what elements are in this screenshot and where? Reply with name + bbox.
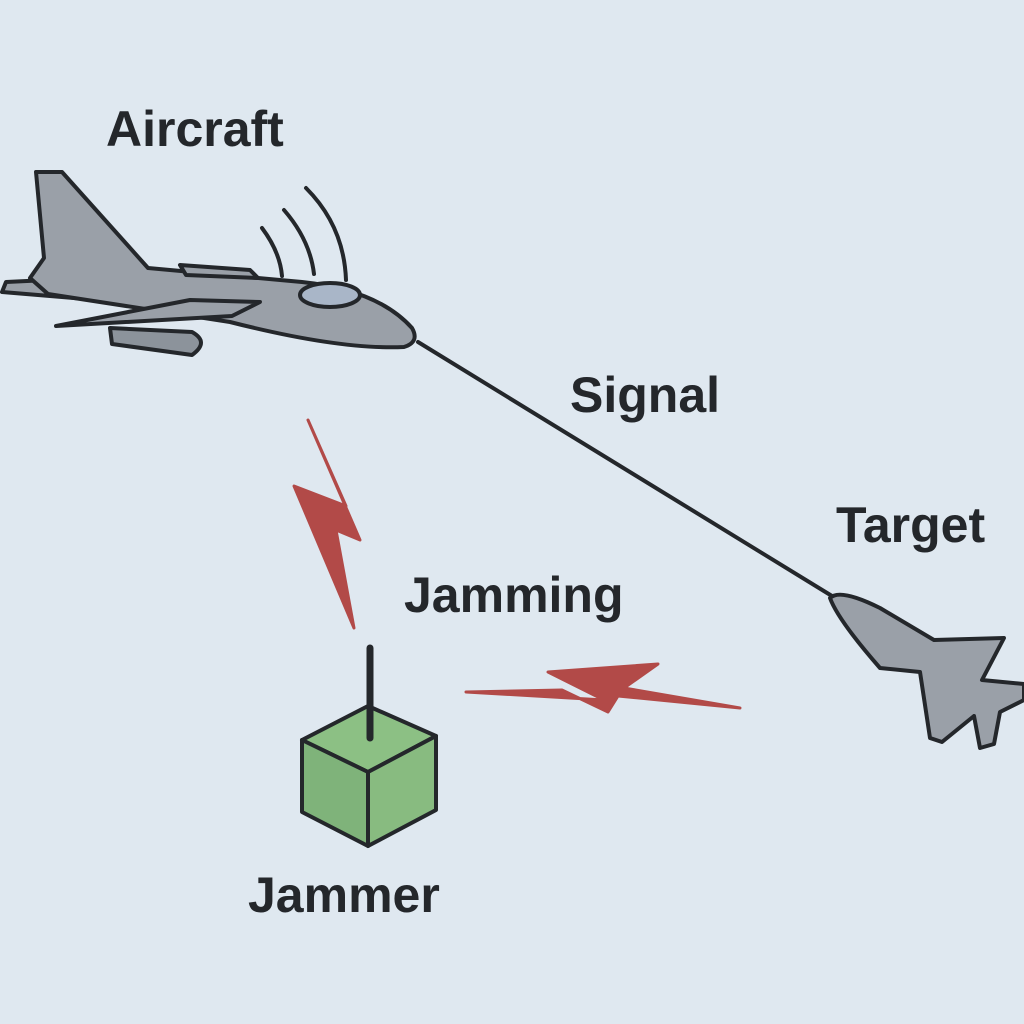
- jamming-label: Jamming: [404, 567, 624, 623]
- jammer-label: Jammer: [248, 867, 440, 923]
- jammer-box-icon: [300, 644, 438, 848]
- signal-line: [416, 340, 834, 598]
- jet-aircraft-icon: [0, 170, 417, 357]
- lightning-bolt-icon: [464, 662, 742, 714]
- signal-waves-icon: [260, 186, 348, 282]
- aircraft-label: Aircraft: [106, 101, 284, 157]
- lightning-bolt-icon: [292, 418, 362, 630]
- target-label: Target: [836, 497, 985, 553]
- fighter-jet-icon: [828, 592, 1024, 750]
- signal-label: Signal: [570, 367, 720, 423]
